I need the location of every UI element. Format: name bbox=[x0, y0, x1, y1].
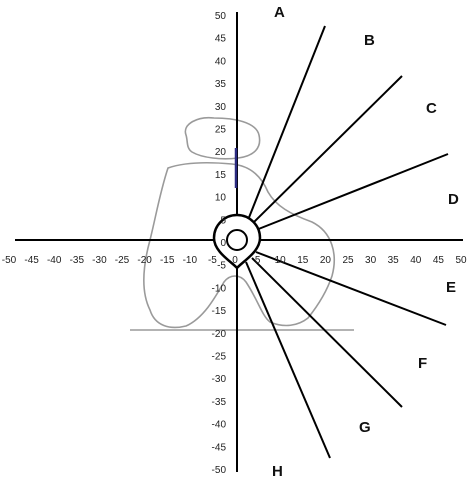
y-tick-label: 5 bbox=[220, 215, 226, 226]
ray-c bbox=[251, 75, 403, 225]
figure-outline bbox=[130, 116, 354, 331]
figure-body bbox=[143, 162, 335, 329]
y-tick-label: -5 bbox=[217, 261, 226, 272]
x-tick-label: -5 bbox=[208, 255, 217, 266]
zone-rays bbox=[245, 25, 449, 459]
x-tick-label: 45 bbox=[433, 255, 445, 266]
x-tick-label: 20 bbox=[320, 255, 332, 266]
x-tick-label: -10 bbox=[183, 255, 198, 266]
x-tick-label: 10 bbox=[275, 255, 287, 266]
y-tick-label: -15 bbox=[212, 306, 227, 317]
zone-label-d: D bbox=[448, 191, 459, 208]
y-tick-labels: 50454035302520151050-5-10-15-20-25-30-35… bbox=[212, 11, 227, 476]
pin-marker bbox=[212, 213, 262, 270]
zone-label-c: C bbox=[426, 100, 437, 117]
ray-b bbox=[247, 25, 326, 221]
zone-label-g: G bbox=[359, 419, 371, 436]
x-tick-label: -15 bbox=[160, 255, 175, 266]
y-tick-label: 15 bbox=[215, 170, 227, 181]
x-tick-label: -45 bbox=[24, 255, 39, 266]
y-tick-label: 45 bbox=[215, 34, 227, 45]
zone-label-b: B bbox=[364, 32, 375, 49]
y-tick-label: 0 bbox=[220, 238, 226, 249]
x-tick-label: 50 bbox=[455, 255, 467, 266]
y-tick-label: -50 bbox=[212, 465, 227, 476]
x-tick-label: 25 bbox=[342, 255, 354, 266]
x-tick-label: 5 bbox=[255, 255, 261, 266]
x-tick-label: -35 bbox=[70, 255, 85, 266]
y-tick-label: 40 bbox=[215, 56, 227, 67]
ray-g bbox=[245, 261, 331, 459]
x-tick-label: -25 bbox=[115, 255, 130, 266]
x-tick-label: -50 bbox=[2, 255, 17, 266]
y-tick-label: 20 bbox=[215, 147, 227, 158]
x-tick-label: 15 bbox=[297, 255, 309, 266]
y-tick-label: 10 bbox=[215, 193, 227, 204]
x-tick-label: 40 bbox=[410, 255, 422, 266]
x-tick-label: -40 bbox=[47, 255, 62, 266]
y-tick-label: -35 bbox=[212, 397, 227, 408]
zone-label-h: H bbox=[272, 463, 283, 480]
y-tick-label: -10 bbox=[212, 283, 227, 294]
y-tick-label: 30 bbox=[215, 102, 227, 113]
y-tick-label: -20 bbox=[212, 329, 227, 340]
ray-d bbox=[255, 153, 449, 231]
y-tick-label: 35 bbox=[215, 79, 227, 90]
x-tick-label: 35 bbox=[388, 255, 400, 266]
zone-label-f: F bbox=[418, 355, 427, 372]
zone-label-a: A bbox=[274, 4, 285, 21]
ray-e bbox=[255, 251, 447, 326]
y-tick-label: -30 bbox=[212, 374, 227, 385]
ray-f bbox=[251, 257, 403, 408]
zone-label-e: E bbox=[446, 279, 456, 296]
x-tick-label: -20 bbox=[137, 255, 152, 266]
y-tick-label: -45 bbox=[212, 442, 227, 453]
pin-inner-circle bbox=[226, 229, 248, 251]
x-tick-label: -30 bbox=[92, 255, 107, 266]
y-tick-label: -40 bbox=[212, 420, 227, 431]
y-tick-label: 50 bbox=[215, 11, 227, 22]
x-tick-label: 30 bbox=[365, 255, 377, 266]
x-tick-label: 0 bbox=[232, 255, 238, 266]
figure-head bbox=[184, 116, 261, 160]
y-tick-label: -25 bbox=[212, 352, 227, 363]
y-tick-label: 25 bbox=[215, 125, 227, 136]
